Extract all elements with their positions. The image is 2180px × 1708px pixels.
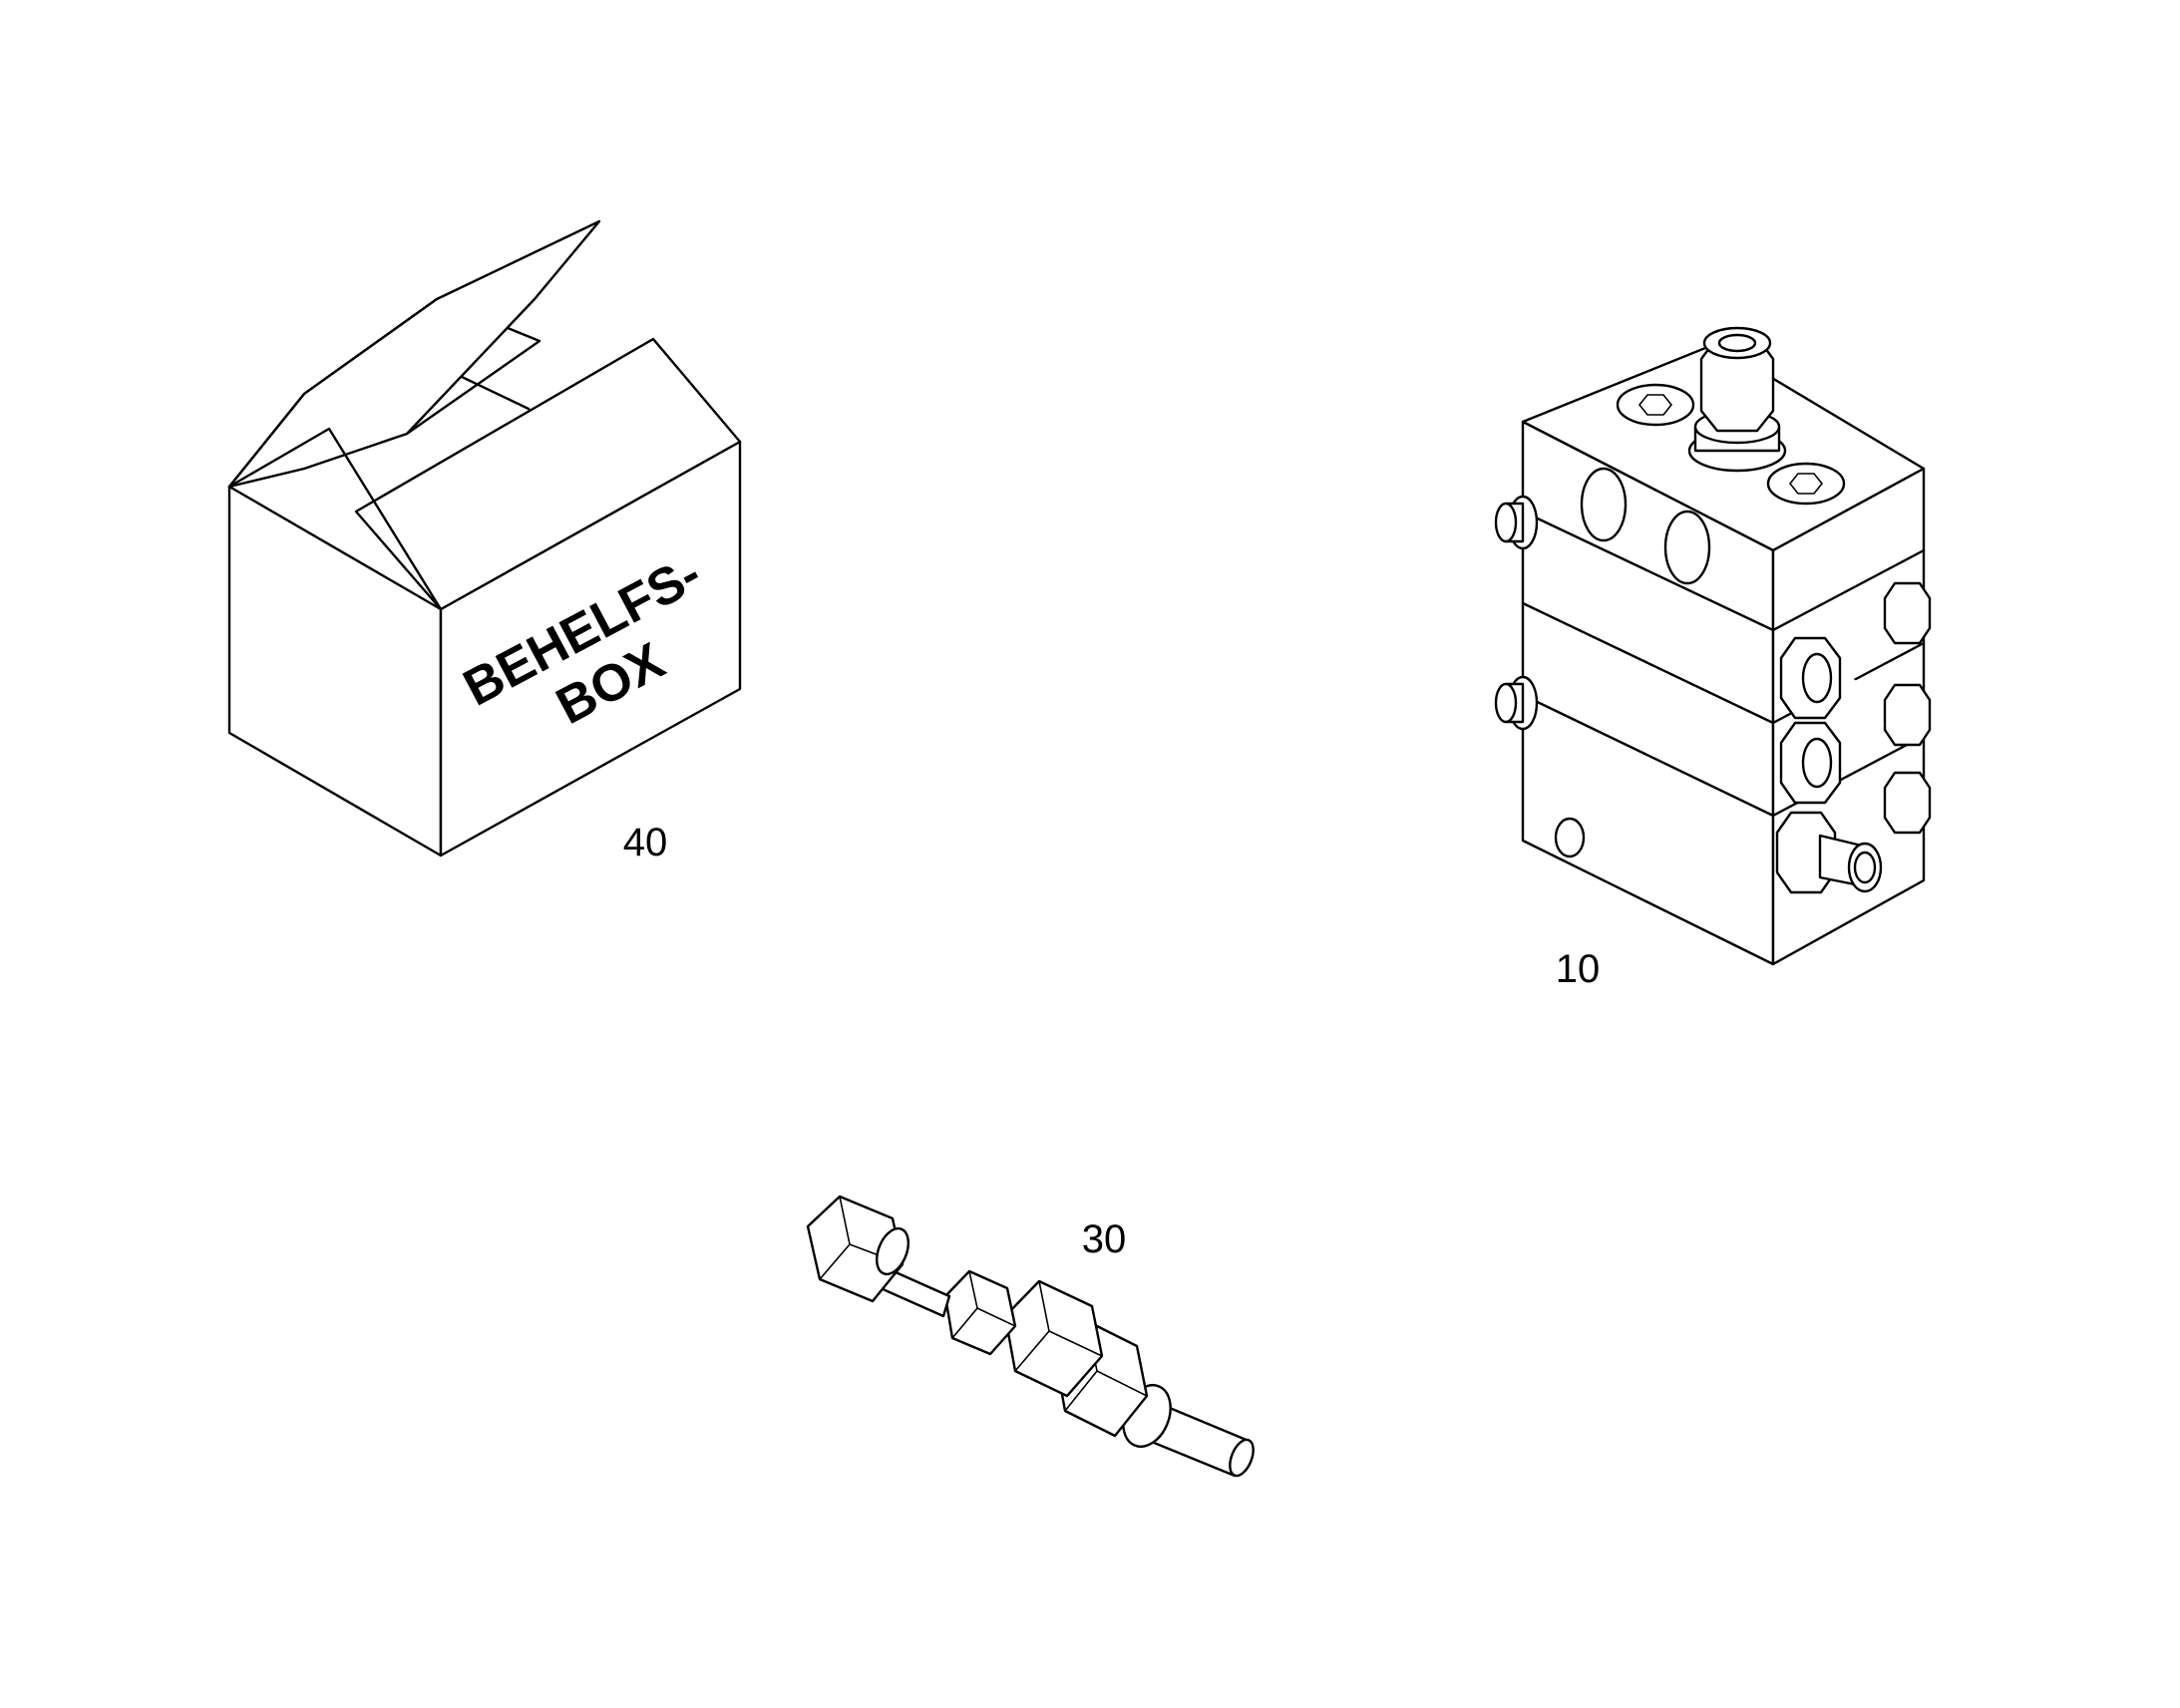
socket-screw-icon bbox=[1616, 383, 1695, 427]
block-segment-line bbox=[1521, 693, 1775, 818]
block-small-bore bbox=[1554, 817, 1586, 858]
socket-screw-icon bbox=[1766, 462, 1846, 506]
callout-10: 10 bbox=[1556, 947, 1601, 991]
box-top-edge bbox=[227, 392, 306, 489]
left-thread-stud bbox=[1494, 495, 1539, 550]
hex-plug-icon bbox=[1883, 771, 1932, 835]
box-front-flap bbox=[354, 337, 742, 611]
fitting-small-nut bbox=[943, 1269, 1017, 1356]
block-segment-line bbox=[1771, 548, 1926, 632]
callout-40: 40 bbox=[623, 821, 668, 864]
hex-plug-icon bbox=[1883, 581, 1932, 645]
compression-fitting-icon[interactable] bbox=[806, 1195, 1258, 1479]
cardboard-box-icon[interactable]: BEHELFS- BOX bbox=[227, 219, 742, 857]
block-bore bbox=[1663, 510, 1711, 585]
block-bore bbox=[1580, 467, 1628, 542]
box-back-flap bbox=[227, 219, 601, 489]
hex-plug-icon bbox=[1883, 683, 1932, 747]
left-thread-stud bbox=[1494, 675, 1539, 731]
block-segment-line bbox=[1521, 510, 1775, 632]
progressive-distributor-block-icon[interactable] bbox=[1494, 326, 1932, 966]
block-segment-line bbox=[1521, 601, 1775, 725]
callout-30: 30 bbox=[1082, 1217, 1127, 1261]
box-side-flap bbox=[227, 427, 443, 611]
